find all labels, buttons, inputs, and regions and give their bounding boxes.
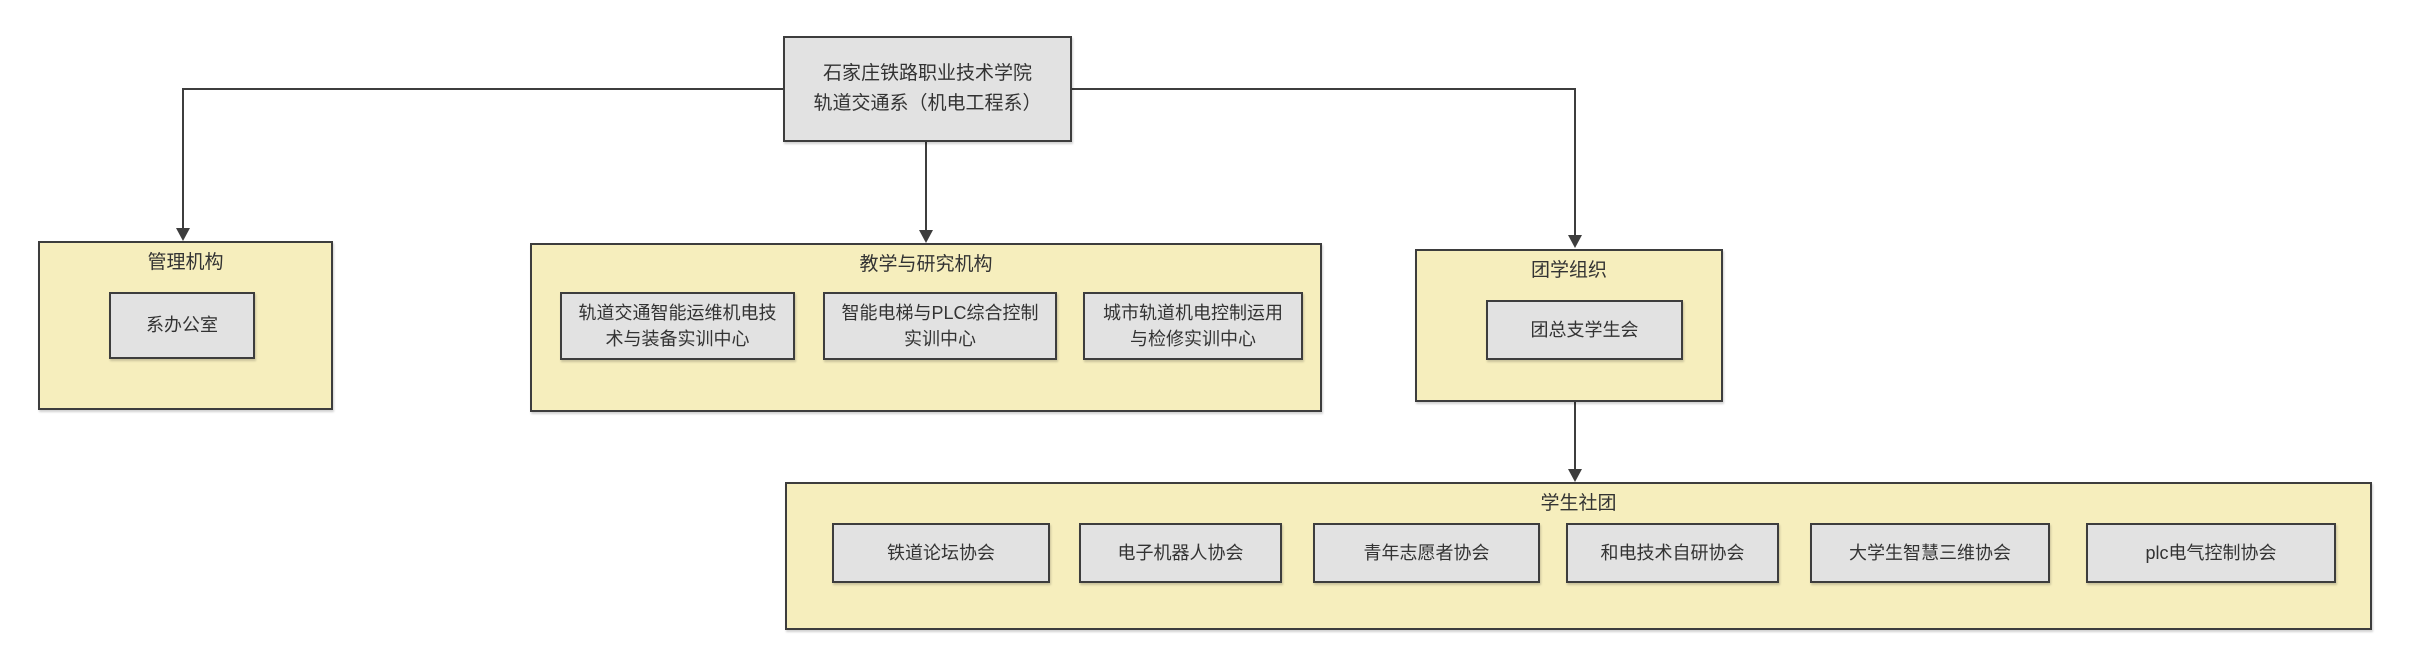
node-club-smart-3d: 大学生智慧三维协会 bbox=[1810, 523, 2050, 583]
group-student-clubs-label: 学生社团 bbox=[1540, 493, 1617, 514]
group-management: 管理机构 bbox=[38, 241, 333, 410]
root-title-line2: 轨道交通系（机电工程系） bbox=[813, 93, 1042, 114]
node-club-plc-electric: plc电气控制协会 bbox=[2086, 523, 2336, 583]
connector-trunk-left bbox=[183, 88, 783, 90]
node-club-railway-forum: 铁道论坛协会 bbox=[832, 523, 1050, 583]
group-league-label: 团学组织 bbox=[1530, 260, 1607, 281]
group-teaching-research-label: 教学与研究机构 bbox=[859, 254, 993, 275]
root-title-line1: 石家庄铁路职业技术学院 bbox=[822, 62, 1032, 84]
root-title: 石家庄铁路职业技术学院 轨道交通系（机电工程系） bbox=[813, 59, 1041, 120]
node-rail-transit-training-center: 轨道交通智能运维机电技术与装备实训中心 bbox=[560, 292, 795, 360]
node-urban-rail-training-center: 城市轨道机电控制运用与检修实训中心 bbox=[1083, 292, 1303, 360]
connector-drop-clubs bbox=[1574, 402, 1576, 470]
node-club-electronic-robot: 电子机器人协会 bbox=[1079, 523, 1282, 583]
node-league-student-union: 团总支学生会 bbox=[1486, 300, 1683, 360]
node-club-hedian-tech: 和电技术自研协会 bbox=[1566, 523, 1779, 583]
connector-drop-management bbox=[182, 88, 184, 229]
arrowhead-down-icon bbox=[1568, 235, 1582, 248]
arrowhead-down-icon bbox=[919, 230, 933, 243]
connector-trunk-right bbox=[1072, 88, 1576, 90]
connector-drop-teaching bbox=[925, 142, 927, 231]
node-department-root: 石家庄铁路职业技术学院 轨道交通系（机电工程系） bbox=[783, 36, 1072, 142]
arrowhead-down-icon bbox=[1568, 469, 1582, 482]
arrowhead-down-icon bbox=[176, 228, 190, 241]
group-management-label: 管理机构 bbox=[147, 252, 224, 273]
node-department-office: 系办公室 bbox=[109, 292, 255, 359]
node-elevator-plc-training-center: 智能电梯与PLC综合控制实训中心 bbox=[823, 292, 1057, 360]
connector-drop-league bbox=[1574, 88, 1576, 236]
node-club-youth-volunteers: 青年志愿者协会 bbox=[1313, 523, 1540, 583]
